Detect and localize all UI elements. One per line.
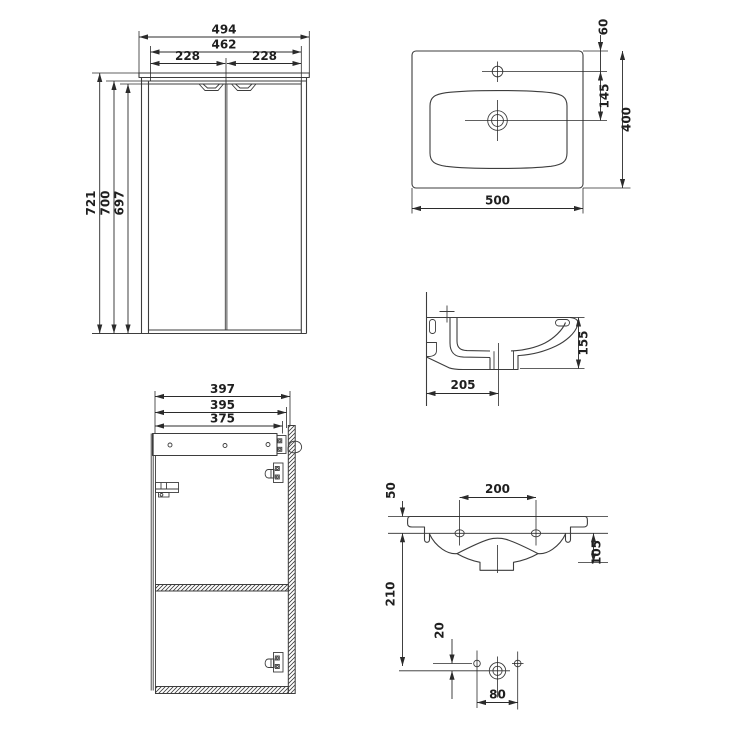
overflow-slot (555, 319, 570, 327)
dim-overflow-offset-label: 20 (433, 622, 447, 639)
bottom-panel-section (155, 686, 289, 694)
cabinet-side-section-view: 397 395 375 (150, 382, 303, 694)
cabinet-side-dimensions: 397 395 375 (155, 382, 290, 429)
dim-tap-to-drain-label: 145 (598, 83, 612, 108)
dim-drain-offset-label: 205 (450, 378, 475, 392)
washbasin-side-section-view: 155 205 (425, 292, 591, 406)
dim-basin-height-label: 155 (577, 330, 591, 355)
hanger-bracket (276, 435, 287, 454)
washbasin-slab-front (138, 72, 310, 79)
basin-side-profile (426, 305, 579, 406)
door-front-edge (150, 433, 156, 691)
mounting-holes (454, 500, 542, 546)
dim-door-height-label: 697 (113, 190, 127, 215)
drain-detail (399, 650, 524, 710)
dim-overall-width-label: 494 (211, 23, 236, 37)
shelf-section (155, 584, 289, 592)
basin-side-extension-lines (520, 317, 585, 369)
dim-rim-to-drain-label: 210 (384, 581, 398, 606)
dim-hole-spacing-label: 200 (485, 482, 510, 496)
dim-carcass-height-label: 700 (99, 190, 113, 215)
dim-bowl-depth-label: 105 (590, 540, 604, 565)
washbasin-top-view: 60 145 400 500 (411, 19, 634, 214)
dim-basin-width-label: 500 (485, 194, 510, 208)
cabinet-front-view: 494 462 228 228 721 700 697 (84, 23, 310, 335)
back-panel-section (287, 425, 296, 694)
dim-carcass-depth-label: 395 (210, 398, 235, 412)
basin-bowl-rear (456, 553, 539, 571)
basin-rear-dimensions: 200 50 210 105 20 80 (384, 482, 608, 706)
tap-hole (482, 61, 607, 82)
left-door-handle-recess (198, 83, 224, 91)
dim-basin-depth-label: 400 (620, 107, 634, 132)
dim-overflow-spacing-label: 80 (489, 688, 506, 702)
dim-overall-depth-label: 397 (210, 382, 235, 396)
dim-inner-depth-label: 375 (210, 412, 235, 426)
dim-door-right-width-label: 228 (252, 49, 277, 63)
dim-door-left-width-label: 228 (175, 49, 200, 63)
basin-top-dimensions: 60 145 400 500 (412, 19, 634, 212)
door-damper (155, 482, 179, 498)
bottom-hinge (264, 652, 284, 673)
cabinet-doors-front (148, 83, 302, 331)
mounting-slot (429, 319, 436, 334)
hanging-rail (151, 432, 303, 457)
dim-carcass-width-label: 462 (211, 38, 236, 52)
top-hinge (264, 462, 284, 483)
tap-axis-mark (439, 305, 455, 323)
drain-hole (465, 100, 607, 141)
basin-bowl-outline (429, 89, 568, 170)
basin-rear-outline (407, 515, 588, 555)
washbasin-rear-view: 200 50 210 105 20 80 (384, 482, 608, 710)
basin-outer-edge (411, 50, 584, 189)
right-door-handle-recess (231, 83, 257, 91)
dim-rim-to-holes-label: 50 (384, 482, 398, 499)
front-dimensions: 494 462 228 228 721 700 697 (84, 23, 310, 334)
dim-overall-height-label: 721 (84, 190, 98, 215)
basin-top-extension-lines (411, 50, 631, 214)
basin-side-dimensions: 155 205 (426, 317, 591, 397)
dim-tap-offset-label: 60 (597, 19, 611, 36)
